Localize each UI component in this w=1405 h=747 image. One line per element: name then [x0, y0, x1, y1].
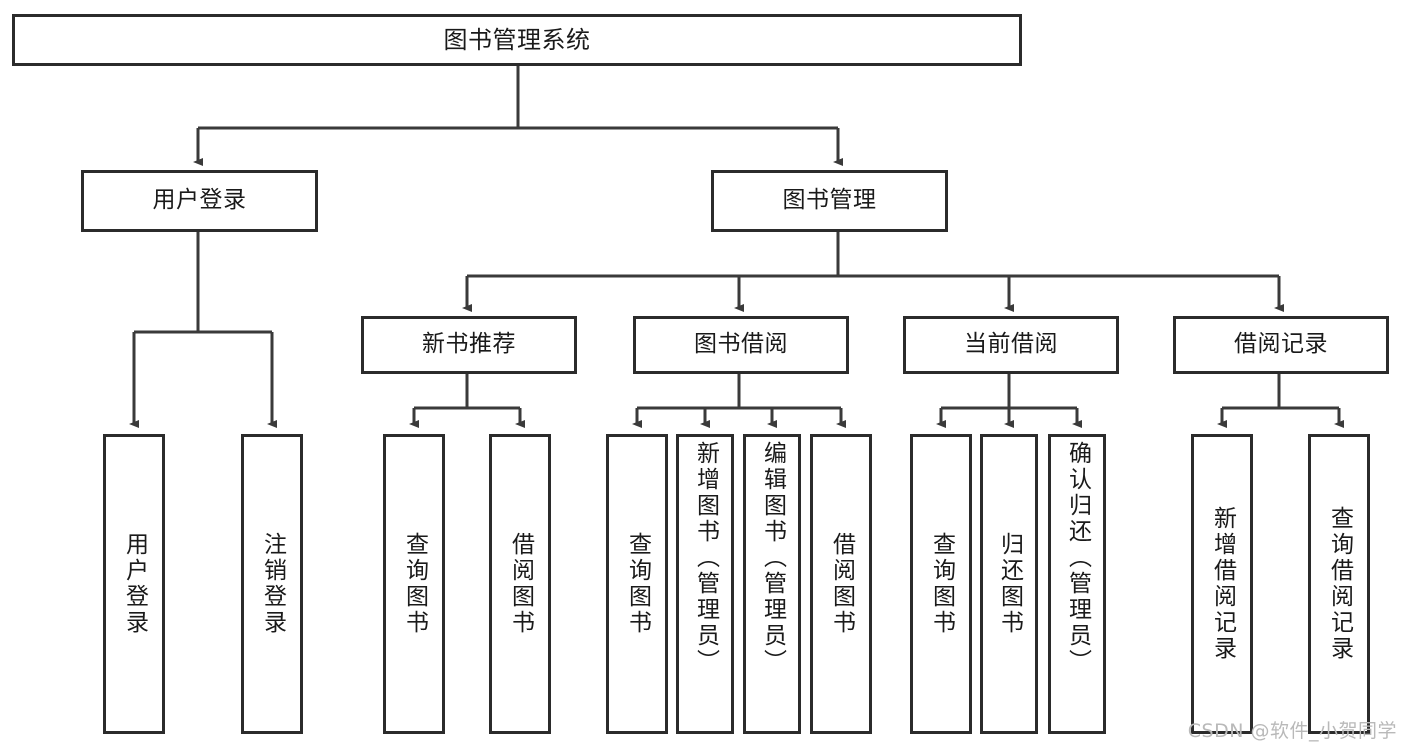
- node-label: 用户登录: [152, 187, 247, 214]
- leaf-record-add-record[interactable]: 新增借阅记录: [1191, 434, 1253, 734]
- node-label: 查询借阅记录: [1326, 506, 1353, 662]
- node-label: 借阅记录: [1234, 331, 1328, 358]
- leaf-borrow-query-book[interactable]: 查询图书: [606, 434, 668, 734]
- node-root-system[interactable]: 图书管理系统: [12, 14, 1022, 66]
- node-label: 图书管理: [782, 187, 877, 214]
- node-label: 新增借阅记录: [1209, 506, 1236, 662]
- node-label: 归还图书: [996, 532, 1023, 636]
- node-current-borrow[interactable]: 当前借阅: [903, 316, 1119, 374]
- leaf-current-return-book[interactable]: 归还图书: [980, 434, 1038, 734]
- leaf-newbook-borrow-book[interactable]: 借阅图书: [489, 434, 551, 734]
- node-new-book-recommend[interactable]: 新书推荐: [361, 316, 577, 374]
- node-label: 注销登录: [259, 532, 286, 636]
- csdn-watermark: CSDN @软件_小贺同学: [1187, 720, 1397, 742]
- node-book-borrow[interactable]: 图书借阅: [633, 316, 849, 374]
- node-label: 当前借阅: [964, 331, 1058, 358]
- node-label: 图书管理系统: [443, 25, 591, 54]
- node-label: 确认归还（管理员）: [1064, 441, 1091, 675]
- node-label: 用户登录: [121, 532, 148, 636]
- node-user-login[interactable]: 用户登录: [81, 170, 318, 232]
- leaf-borrow-borrow-book[interactable]: 借阅图书: [810, 434, 872, 734]
- leaf-borrow-add-book-admin[interactable]: 新增图书（管理员）: [676, 434, 734, 734]
- node-label: 借阅图书: [507, 532, 534, 636]
- leaf-borrow-edit-book-admin[interactable]: 编辑图书（管理员）: [743, 434, 801, 734]
- leaf-newbook-query-book[interactable]: 查询图书: [383, 434, 445, 734]
- node-label: 新增图书（管理员）: [692, 441, 719, 675]
- node-label: 新书推荐: [422, 331, 516, 358]
- leaf-current-query-book[interactable]: 查询图书: [910, 434, 972, 734]
- node-borrow-record[interactable]: 借阅记录: [1173, 316, 1389, 374]
- leaf-record-query-record[interactable]: 查询借阅记录: [1308, 434, 1370, 734]
- leaf-user-login-logout[interactable]: 注销登录: [241, 434, 303, 734]
- node-book-management[interactable]: 图书管理: [711, 170, 948, 232]
- node-label: 查询图书: [624, 532, 651, 636]
- node-label: 查询图书: [401, 532, 428, 636]
- leaf-user-login-login[interactable]: 用户登录: [103, 434, 165, 734]
- node-label: 编辑图书（管理员）: [759, 441, 786, 675]
- node-label: 查询图书: [928, 532, 955, 636]
- leaf-current-confirm-return-admin[interactable]: 确认归还（管理员）: [1048, 434, 1106, 734]
- node-label: 借阅图书: [828, 532, 855, 636]
- node-label: 图书借阅: [694, 331, 788, 358]
